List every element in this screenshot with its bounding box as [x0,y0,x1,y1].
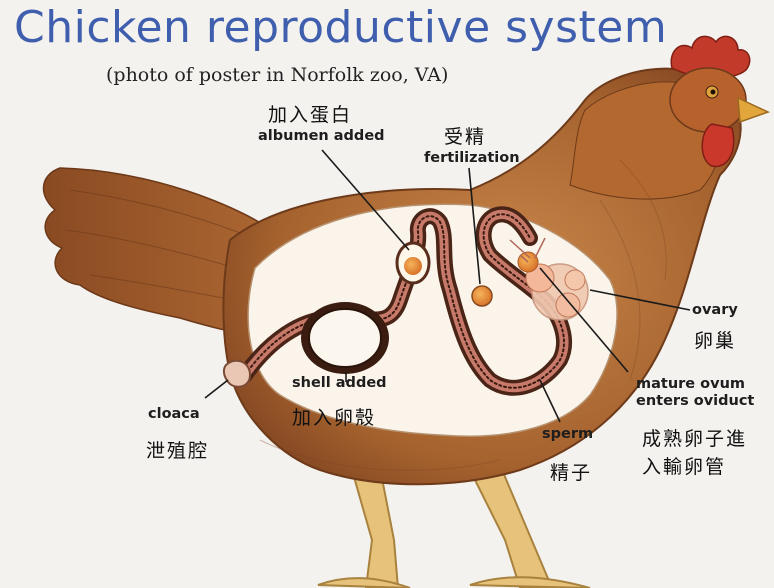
feather-texture [259,159,667,471]
fertilization-label-zh: 受精 [444,126,487,148]
mature-ovum-label-zh-line1: 成熟卵子進 [642,428,748,450]
shell-gland-egg [301,302,389,374]
leader-lines [204,149,691,423]
mature-ovum-label-zh-line2: 入輸卵管 [642,456,727,478]
beak [737,96,770,124]
shell-added-label-zh: 加入卵殼 [292,407,377,429]
cloaca [222,359,252,388]
shell-added-label: shell added [292,375,387,391]
fertilization-label: fertilization [424,150,520,166]
page-title: Chicken reproductive system [14,2,668,53]
oviduct [237,206,572,396]
sperm-label-zh: 精子 [550,462,593,484]
ovary-label-zh: 卵巢 [694,330,737,352]
cloaca-label-zh: 泄殖腔 [146,440,210,462]
cloaca-label: cloaca [148,406,200,422]
chicken-legs [317,463,591,588]
albumen-label: albumen added [258,128,385,144]
sperm-label: sperm [542,426,594,442]
ovary-label: ovary [692,302,738,318]
albumen-label-zh: 加入蛋白 [268,104,353,126]
mature-ovum-label-line2: enters oviduct [636,393,755,409]
comb [670,35,751,79]
wattle [701,123,735,168]
fertilized-ovum [471,285,493,307]
page-subtitle: (photo of poster in Norfolk zoo, VA) [106,64,449,86]
head [669,67,747,133]
albumen-egg [395,241,431,285]
mature-ovum-label-line1: mature ovum [636,376,746,392]
